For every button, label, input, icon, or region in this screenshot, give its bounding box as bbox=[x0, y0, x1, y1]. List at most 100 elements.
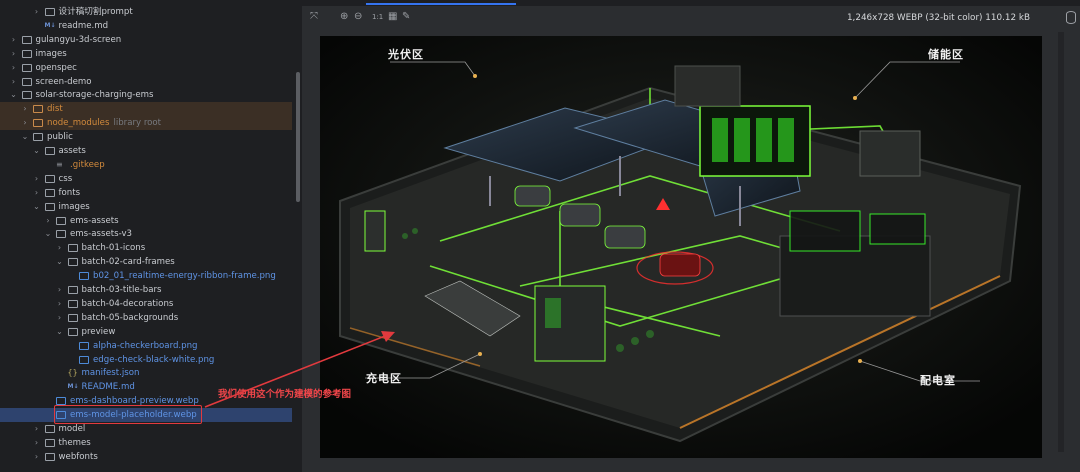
tree-item[interactable]: › fonts bbox=[0, 186, 292, 200]
chevron-right-icon[interactable]: › bbox=[57, 312, 62, 322]
tree-item[interactable]: › batch-04-decorations bbox=[0, 297, 292, 311]
chevron-right-icon[interactable]: › bbox=[46, 215, 50, 225]
tree-item-label: images bbox=[35, 48, 67, 59]
library-root-hint: library root bbox=[113, 118, 162, 129]
chevron-right-icon[interactable]: › bbox=[34, 7, 39, 16]
image-file-icon bbox=[56, 411, 66, 420]
folder-icon bbox=[56, 216, 66, 225]
chevron-right-icon[interactable]: › bbox=[57, 285, 62, 294]
tree-item-label: .gitkeep bbox=[70, 159, 105, 170]
chevron-down-icon[interactable]: ⌄ bbox=[10, 90, 17, 100]
tree-item[interactable]: ›screen-demo bbox=[0, 75, 292, 89]
chevron-down-icon[interactable]: ⌄ bbox=[33, 201, 40, 211]
tree-item[interactable]: edge-check-black-white.png bbox=[0, 353, 292, 367]
zoom-in-icon[interactable]: ⊕ bbox=[340, 11, 349, 22]
folder-icon bbox=[44, 188, 55, 197]
tree-item[interactable]: ⌄batch-02-card-frames bbox=[0, 255, 292, 269]
tree-item[interactable]: ›设计稿切割prompt bbox=[0, 5, 292, 19]
chevron-right-icon[interactable]: › bbox=[34, 437, 39, 447]
tree-item[interactable]: ›themes bbox=[0, 436, 292, 450]
tree-item[interactable]: ›batch-01-icons bbox=[0, 241, 292, 255]
tree-item[interactable]: alpha-checkerboard.png bbox=[0, 339, 292, 353]
actual-size-icon[interactable]: 1:1 bbox=[372, 13, 384, 21]
chevron-right-icon[interactable]: › bbox=[11, 34, 16, 44]
chevron-right-icon[interactable]: › bbox=[57, 243, 62, 253]
tree-item[interactable]: › gulangyu-3d-screen bbox=[0, 33, 292, 47]
tree-scrollbar[interactable] bbox=[296, 72, 300, 202]
chevron-right-icon[interactable]: › bbox=[11, 62, 16, 72]
folder-icon bbox=[21, 91, 32, 100]
chevron-right-icon[interactable]: › bbox=[34, 424, 39, 433]
folder-icon bbox=[44, 8, 55, 16]
folder-icon bbox=[33, 105, 43, 114]
viewer-scrollbar[interactable] bbox=[1058, 32, 1064, 452]
tree-item[interactable]: ›openspec bbox=[0, 61, 292, 75]
chevron-down-icon[interactable]: ⌄ bbox=[44, 229, 52, 239]
tree-item[interactable]: b02_01_realtime-energy-ribbon-frame.png bbox=[0, 269, 292, 283]
chevron-right-icon[interactable]: › bbox=[34, 173, 39, 183]
tree-item[interactable]: › batch-03-title-bars bbox=[0, 283, 292, 297]
tree-item[interactable]: ⌄ ems-assets-v3 bbox=[0, 227, 292, 241]
tree-item[interactable]: › webfonts bbox=[0, 450, 292, 464]
tree-item-label: readme.md bbox=[58, 20, 109, 31]
tree-item-label: fonts bbox=[58, 187, 81, 198]
tree-item[interactable]: › images bbox=[0, 47, 292, 61]
tree-item[interactable]: ≡.gitkeep bbox=[0, 158, 292, 172]
tree-item-label: public bbox=[47, 132, 73, 143]
folder-icon bbox=[21, 63, 32, 72]
chevron-right-icon[interactable]: › bbox=[23, 104, 27, 114]
chevron-down-icon[interactable]: ⌄ bbox=[56, 257, 63, 267]
tree-item-label: model bbox=[58, 424, 86, 434]
tree-item-label: batch-04-decorations bbox=[81, 298, 174, 309]
zone-label-charging: 充电区 bbox=[366, 372, 402, 385]
tree-item[interactable]: ems-dashboard-preview.webp bbox=[0, 394, 292, 408]
folder-icon bbox=[44, 147, 55, 155]
chevron-down-icon[interactable]: ⌄ bbox=[33, 146, 40, 155]
folder-icon bbox=[44, 174, 55, 183]
tree-item[interactable]: ⌄images bbox=[0, 200, 292, 214]
tree-item[interactable]: › batch-05-backgrounds bbox=[0, 311, 292, 325]
tree-item[interactable]: M↓readme.md bbox=[0, 19, 292, 33]
tree-item-label: ems-assets-v3 bbox=[70, 229, 133, 240]
tree-item[interactable]: {}manifest.json bbox=[0, 366, 292, 380]
chevron-right-icon[interactable]: › bbox=[23, 118, 27, 128]
tree-item[interactable]: ⌄ public bbox=[0, 130, 292, 144]
chevron-right-icon[interactable]: › bbox=[34, 451, 39, 461]
database-icon[interactable] bbox=[1066, 11, 1076, 24]
tree-item-label: manifest.json bbox=[81, 368, 140, 379]
folder-icon bbox=[33, 133, 43, 142]
tree-item[interactable]: ›dist bbox=[0, 102, 292, 117]
tree-item-label: gulangyu-3d-screen bbox=[35, 34, 122, 45]
tree-item[interactable]: ›ems-assets bbox=[0, 214, 292, 228]
tree-item-label: solar-storage-charging-ems bbox=[35, 90, 154, 101]
zoom-out-icon[interactable]: ⊖ bbox=[354, 11, 363, 22]
markdown-file-icon: M↓ bbox=[44, 21, 56, 29]
tree-item-label: batch-03-title-bars bbox=[81, 285, 162, 295]
folder-icon bbox=[67, 244, 78, 253]
chevron-right-icon[interactable]: › bbox=[57, 298, 62, 308]
chevron-right-icon[interactable]: › bbox=[34, 187, 39, 197]
grid-icon[interactable]: ▦ bbox=[388, 11, 398, 22]
tree-item[interactable]: ›css bbox=[0, 172, 292, 186]
fit-icon[interactable]: ⤧ bbox=[310, 11, 318, 22]
chevron-down-icon[interactable]: ⌄ bbox=[56, 326, 63, 336]
chevron-right-icon[interactable]: › bbox=[11, 48, 16, 58]
color-picker-icon[interactable]: ✎ bbox=[402, 11, 411, 22]
tree-item[interactable]: ⌄preview bbox=[0, 325, 292, 339]
folder-icon bbox=[44, 425, 55, 433]
folder-icon bbox=[67, 258, 78, 267]
zone-label-storage: 储能区 bbox=[928, 48, 964, 61]
folder-icon bbox=[67, 286, 78, 294]
chevron-right-icon[interactable]: › bbox=[11, 76, 16, 86]
folder-icon bbox=[67, 327, 78, 336]
tree-item[interactable]: › model bbox=[0, 422, 292, 436]
tree-item-label: webfonts bbox=[58, 451, 98, 462]
tree-item[interactable]: ⌄ solar-storage-charging-ems bbox=[0, 88, 292, 102]
tree-item-label: batch-05-backgrounds bbox=[81, 312, 179, 323]
image-info: 1,246x728 WEBP (32-bit color) 110.12 kB bbox=[846, 13, 1030, 23]
tree-item[interactable]: ems-model-placeholder.webp bbox=[0, 408, 292, 423]
chevron-down-icon[interactable]: ⌄ bbox=[21, 132, 29, 142]
tree-item[interactable]: ⌄assets bbox=[0, 144, 292, 158]
tree-item[interactable]: M↓README.md bbox=[0, 380, 292, 394]
